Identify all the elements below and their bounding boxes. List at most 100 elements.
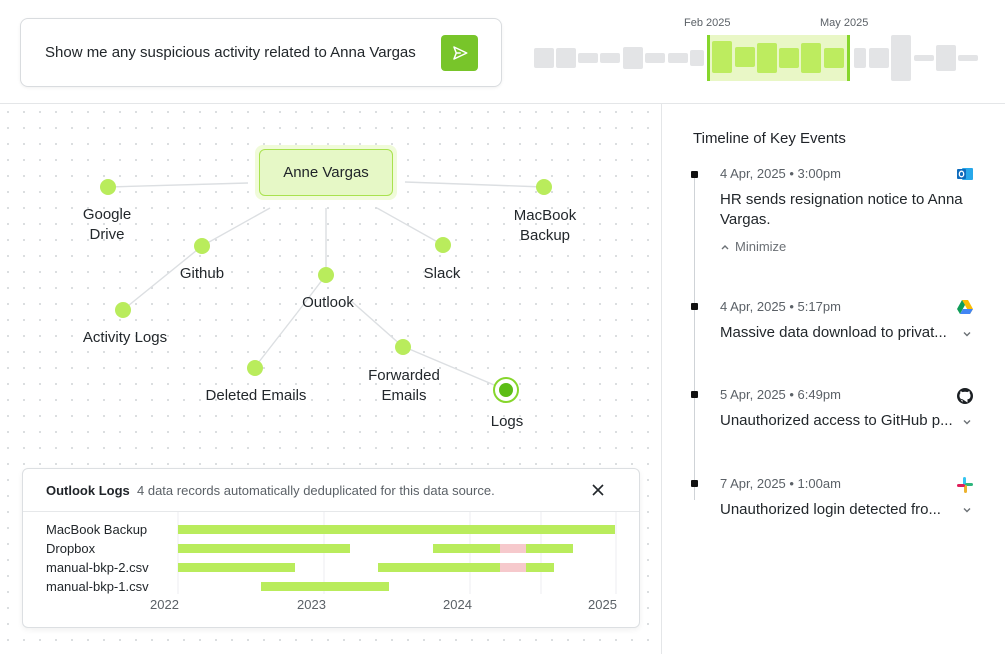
chevron-up-icon bbox=[721, 245, 729, 250]
mini-bar bbox=[824, 48, 844, 68]
mini-range-start-handle[interactable] bbox=[707, 35, 710, 81]
graph-node-logs-selected[interactable] bbox=[493, 377, 519, 403]
panel-divider bbox=[661, 104, 662, 654]
gantt-conflict bbox=[500, 563, 526, 572]
chevron-down-icon[interactable] bbox=[961, 416, 973, 428]
timeline-event-marker bbox=[691, 171, 698, 178]
graph-root-node[interactable]: Anne Vargas bbox=[255, 145, 397, 200]
mini-bar bbox=[556, 48, 576, 68]
timeline-line bbox=[694, 174, 695, 500]
graph-node-slack[interactable] bbox=[435, 237, 451, 253]
mini-bar bbox=[891, 35, 911, 81]
mini-bar bbox=[869, 48, 889, 68]
graph-node-activity-logs[interactable] bbox=[115, 302, 131, 318]
graph-node-github[interactable] bbox=[194, 238, 210, 254]
mini-date-label: Feb 2025 bbox=[684, 17, 731, 29]
event-description: HR sends resignation notice to Anna Varg… bbox=[720, 191, 963, 228]
node-label-activity-logs: Activity Logs bbox=[82, 329, 168, 346]
gantt-bar bbox=[526, 544, 573, 553]
log-row-label: Dropbox bbox=[46, 541, 96, 556]
year-tick-label: 2025 bbox=[588, 597, 617, 612]
outlook-logs-panel: Outlook Logs 4 data records automaticall… bbox=[22, 468, 640, 628]
gantt-conflict bbox=[500, 544, 526, 553]
mini-timeline[interactable]: Feb 2025 May 2025 bbox=[530, 0, 1005, 100]
year-tick-label: 2024 bbox=[443, 597, 472, 612]
chevron-down-icon[interactable] bbox=[961, 504, 973, 516]
year-tick-label: 2023 bbox=[297, 597, 326, 612]
log-row-label: manual-bkp-2.csv bbox=[46, 560, 149, 575]
timeline-event-marker bbox=[691, 391, 698, 398]
google-drive-icon bbox=[957, 300, 973, 314]
node-label-logs: Logs bbox=[490, 413, 524, 430]
mini-bar bbox=[623, 47, 643, 69]
node-label-deleted-emails: Deleted Emails bbox=[205, 387, 307, 404]
mini-bar bbox=[645, 53, 665, 63]
mini-bar bbox=[854, 48, 866, 68]
selected-node-indicator bbox=[499, 383, 513, 397]
graph-node-deleted-emails[interactable] bbox=[247, 360, 263, 376]
mini-bar bbox=[712, 41, 732, 73]
close-icon[interactable] bbox=[589, 481, 607, 499]
outlook-icon bbox=[957, 168, 973, 180]
mini-bar bbox=[600, 53, 620, 63]
event-timestamp: 5 Apr, 2025 • 6:49pm bbox=[720, 387, 841, 402]
root-node-label: Anne Vargas bbox=[259, 149, 393, 196]
send-button[interactable] bbox=[441, 35, 478, 71]
gantt-bar bbox=[178, 544, 350, 553]
gantt-bar bbox=[433, 544, 500, 553]
event-timestamp: 7 Apr, 2025 • 1:00am bbox=[720, 476, 841, 491]
gantt-bar bbox=[378, 563, 500, 572]
mini-bar bbox=[735, 47, 755, 67]
graph-edges bbox=[107, 181, 545, 391]
mini-range-end-handle[interactable] bbox=[847, 35, 850, 81]
gantt-bar bbox=[526, 563, 554, 572]
node-label-slack: Slack bbox=[423, 265, 461, 282]
mini-date-label: May 2025 bbox=[820, 17, 869, 29]
node-label-google-drive: Google Drive bbox=[82, 206, 132, 243]
mini-bar bbox=[578, 53, 598, 63]
timeline-event-marker bbox=[691, 480, 698, 487]
gantt-bar bbox=[178, 525, 615, 534]
graph-node-macbook-backup[interactable] bbox=[536, 179, 552, 195]
event-description: Massive data download to privat... bbox=[720, 324, 947, 341]
graph-node-google-drive[interactable] bbox=[100, 179, 116, 195]
minimize-button[interactable]: Minimize bbox=[720, 239, 786, 254]
mini-bar bbox=[914, 55, 934, 61]
log-row-label: manual-bkp-1.csv bbox=[46, 579, 149, 594]
slack-icon bbox=[957, 477, 973, 493]
query-box[interactable]: Show me any suspicious activity related … bbox=[20, 18, 502, 87]
github-icon bbox=[957, 388, 973, 404]
mini-bar bbox=[534, 48, 554, 68]
mini-bar bbox=[668, 53, 688, 63]
gantt-bar bbox=[178, 563, 295, 572]
send-icon bbox=[452, 46, 467, 60]
chevron-down-icon[interactable] bbox=[961, 328, 973, 340]
graph-node-forwarded-emails[interactable] bbox=[395, 339, 411, 355]
event-description: Unauthorized access to GitHub p... bbox=[720, 412, 953, 429]
header-divider bbox=[0, 103, 1005, 104]
timeline-event-marker bbox=[691, 303, 698, 310]
minimize-label: Minimize bbox=[735, 239, 787, 254]
mini-bar bbox=[757, 43, 777, 73]
event-timestamp: 4 Apr, 2025 • 5:17pm bbox=[720, 299, 841, 314]
node-label-outlook: Outlook bbox=[302, 294, 354, 311]
year-tick-label: 2022 bbox=[150, 597, 179, 612]
log-gantt-chart bbox=[177, 512, 617, 594]
mini-bar bbox=[690, 50, 704, 66]
gantt-bar bbox=[261, 582, 389, 591]
node-label-macbook-backup: MacBook Backup bbox=[513, 207, 577, 244]
mini-bar bbox=[801, 43, 821, 73]
node-label-forwarded-emails: Forwarded Emails bbox=[368, 367, 440, 404]
logs-panel-title: Outlook Logs bbox=[46, 483, 130, 498]
event-description: Unauthorized login detected fro... bbox=[720, 501, 941, 518]
mini-bar bbox=[936, 45, 956, 71]
logs-panel-subtitle: 4 data records automatically deduplicate… bbox=[137, 483, 495, 498]
logs-panel-header: Outlook Logs 4 data records automaticall… bbox=[23, 469, 639, 512]
node-label-github: Github bbox=[179, 265, 225, 282]
event-timestamp: 4 Apr, 2025 • 3:00pm bbox=[720, 166, 841, 181]
query-input[interactable]: Show me any suspicious activity related … bbox=[45, 44, 416, 61]
graph-node-outlook[interactable] bbox=[318, 267, 334, 283]
log-row-label: MacBook Backup bbox=[46, 522, 148, 537]
timeline-title: Timeline of Key Events bbox=[693, 130, 846, 147]
mini-bar bbox=[779, 48, 799, 68]
